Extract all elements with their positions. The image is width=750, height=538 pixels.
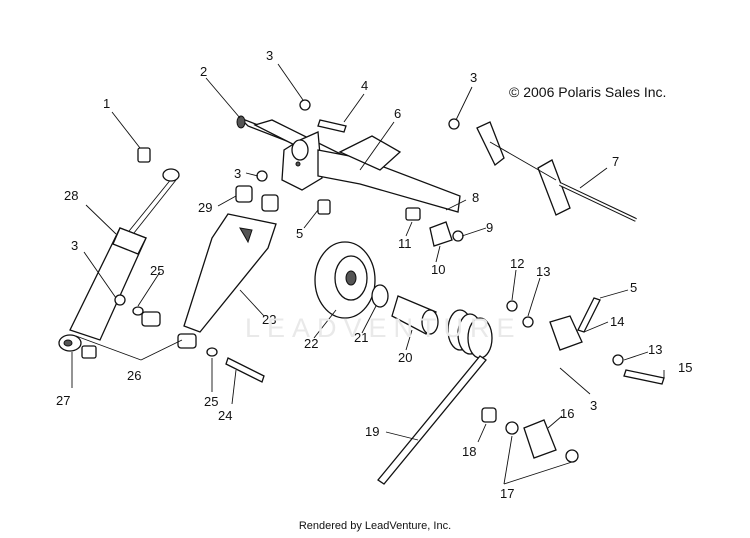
- callout-numbers: 1 2 3 4 3 6 7 3 28 29 5 8 9 11 10 3 25 1…: [56, 48, 692, 501]
- bolt-24[interactable]: [225, 357, 265, 383]
- link-16[interactable]: [505, 419, 579, 463]
- callout-27: 27: [56, 393, 70, 408]
- callout-3: 3: [470, 70, 477, 85]
- washer-13[interactable]: [522, 316, 624, 366]
- bolt-15[interactable]: [623, 369, 665, 385]
- callout-26: 26: [127, 368, 141, 383]
- front-arm[interactable]: [281, 131, 461, 213]
- callout-5: 5: [630, 280, 637, 295]
- leader-lines: [71, 63, 665, 485]
- clevis-14[interactable]: [549, 315, 583, 351]
- callout-3: 3: [266, 48, 273, 63]
- callout-13: 13: [536, 264, 550, 279]
- snap-ring-21[interactable]: [371, 284, 389, 308]
- callout-3: 3: [590, 398, 597, 413]
- callout-1: 1: [103, 96, 110, 111]
- callout-11: 11: [398, 236, 412, 251]
- rear-arm[interactable]: [183, 213, 277, 333]
- idler-wheel[interactable]: [314, 241, 376, 319]
- callout-29: 29: [198, 200, 212, 215]
- callout-18: 18: [462, 444, 476, 459]
- callout-9: 9: [486, 220, 493, 235]
- callout-19: 19: [365, 424, 379, 439]
- bushing-11[interactable]: [405, 207, 421, 221]
- callout-12: 12: [510, 256, 524, 271]
- bolt-5-upper[interactable]: [317, 199, 331, 215]
- washer-25[interactable]: [132, 306, 218, 357]
- callout-24: 24: [218, 408, 232, 423]
- callout-5: 5: [296, 226, 303, 241]
- callout-13: 13: [648, 342, 662, 357]
- mount-bracket[interactable]: [476, 121, 571, 216]
- callout-15: 15: [678, 360, 692, 375]
- callout-4: 4: [361, 78, 368, 93]
- bushing-27[interactable]: [81, 345, 97, 359]
- torsion-spring[interactable]: [377, 309, 493, 485]
- callout-25: 25: [204, 394, 218, 409]
- callout-6: 6: [394, 106, 401, 121]
- copyright-text: © 2006 Polaris Sales Inc.: [509, 84, 667, 100]
- callout-25: 25: [150, 263, 164, 278]
- callout-16: 16: [560, 406, 574, 421]
- callout-21: 21: [354, 330, 368, 345]
- bushing-26[interactable]: [141, 311, 197, 349]
- callout-2: 2: [200, 64, 207, 79]
- callout-8: 8: [472, 190, 479, 205]
- nut-12[interactable]: [506, 300, 518, 312]
- bolt-4[interactable]: [317, 119, 347, 133]
- adjuster-10[interactable]: [429, 221, 464, 247]
- spacer-29[interactable]: [235, 185, 279, 212]
- sleeve-20[interactable]: [391, 295, 439, 335]
- callout-22: 22: [304, 336, 318, 351]
- callout-23: 23: [262, 312, 276, 327]
- callout-20: 20: [398, 350, 412, 365]
- callout-3: 3: [234, 166, 241, 181]
- shock-absorber[interactable]: [58, 168, 180, 352]
- callout-28: 28: [64, 188, 78, 203]
- watermark: LEADVENTURE: [245, 313, 522, 343]
- nut-3[interactable]: [114, 99, 460, 306]
- bushing-18[interactable]: [481, 407, 497, 423]
- footer-text: Rendered by LeadVenture, Inc.: [298, 520, 452, 532]
- callout-17: 17: [500, 486, 514, 501]
- rod-7[interactable]: [559, 182, 637, 222]
- callout-3: 3: [71, 238, 78, 253]
- callout-14: 14: [610, 314, 624, 329]
- callout-10: 10: [431, 262, 445, 277]
- spacer-1[interactable]: [137, 147, 151, 163]
- callout-7: 7: [612, 154, 619, 169]
